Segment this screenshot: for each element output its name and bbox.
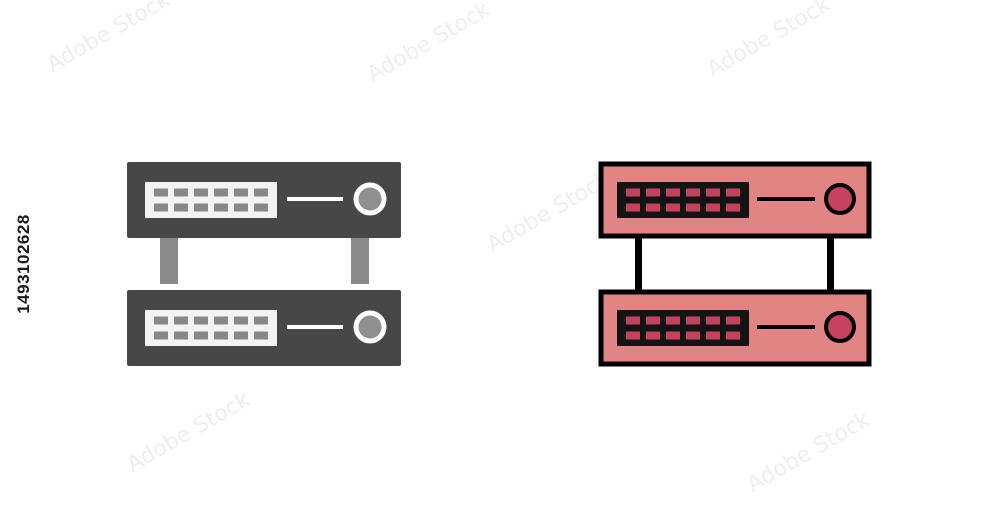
- port-block: [145, 310, 277, 346]
- power-knob-icon: [824, 183, 856, 215]
- port-slot: [666, 331, 680, 340]
- port-slot: [174, 331, 188, 340]
- watermark: Adobe Stock: [742, 407, 875, 498]
- port-slot: [194, 188, 208, 197]
- port-slot: [194, 316, 208, 325]
- port-slot: [234, 316, 248, 325]
- port-slot: [686, 188, 700, 197]
- port-slot: [626, 203, 640, 212]
- port-slot: [646, 331, 660, 340]
- port-slot: [726, 203, 740, 212]
- power-knob-icon: [353, 182, 387, 216]
- port-slot: [706, 203, 720, 212]
- port-slot: [214, 188, 228, 197]
- port-slot: [646, 316, 660, 325]
- status-line: [757, 197, 815, 201]
- port-panel: [145, 182, 277, 218]
- port-slot: [234, 203, 248, 212]
- stock-id: 1493102628: [14, 214, 33, 314]
- server-rack-outline-icon: [598, 161, 872, 367]
- port-slot: [646, 188, 660, 197]
- watermark: Adobe Stock: [122, 387, 255, 478]
- server-unit-top: [598, 161, 872, 239]
- port-slot: [234, 331, 248, 340]
- port-slot: [194, 203, 208, 212]
- power-knob-icon: [824, 311, 856, 343]
- port-block: [617, 310, 749, 346]
- port-slot: [254, 188, 268, 197]
- connector-right: [351, 228, 369, 284]
- port-slot: [726, 188, 740, 197]
- port-slot: [214, 203, 228, 212]
- watermark: Adobe Stock: [362, 0, 495, 88]
- connector-left: [635, 236, 642, 294]
- port-slot: [666, 316, 680, 325]
- port-slot: [646, 203, 660, 212]
- watermark: Adobe Stock: [42, 0, 175, 78]
- port-slot: [626, 331, 640, 340]
- port-slot: [154, 203, 168, 212]
- port-slot: [666, 203, 680, 212]
- server-unit-bottom: [127, 290, 401, 366]
- port-slot: [626, 188, 640, 197]
- server-unit-bottom: [598, 289, 872, 367]
- port-block: [145, 182, 277, 218]
- port-slot: [254, 316, 268, 325]
- port-slot: [726, 316, 740, 325]
- port-slot: [666, 188, 680, 197]
- port-slot: [706, 331, 720, 340]
- port-slot: [626, 316, 640, 325]
- status-line: [287, 197, 343, 201]
- port-slot: [686, 331, 700, 340]
- port-slot: [194, 331, 208, 340]
- port-slot: [234, 188, 248, 197]
- server-unit-top: [127, 162, 401, 238]
- port-slot: [706, 316, 720, 325]
- port-panel: [617, 310, 749, 346]
- port-block: [617, 182, 749, 218]
- power-knob-icon: [353, 310, 387, 344]
- port-slot: [686, 316, 700, 325]
- port-slot: [254, 203, 268, 212]
- connector-right: [827, 236, 834, 294]
- status-line: [757, 325, 815, 329]
- port-slot: [706, 188, 720, 197]
- status-line: [287, 325, 343, 329]
- port-slot: [174, 188, 188, 197]
- port-slot: [254, 331, 268, 340]
- port-slot: [214, 331, 228, 340]
- port-slot: [174, 316, 188, 325]
- port-slot: [214, 316, 228, 325]
- port-slot: [154, 331, 168, 340]
- watermark: Adobe Stock: [702, 0, 835, 83]
- connector-left: [160, 228, 178, 284]
- port-slot: [154, 188, 168, 197]
- port-slot: [154, 316, 168, 325]
- server-rack-glyph-icon: [127, 162, 401, 366]
- port-slot: [174, 203, 188, 212]
- port-slot: [686, 203, 700, 212]
- port-panel: [145, 310, 277, 346]
- port-panel: [617, 182, 749, 218]
- port-slot: [726, 331, 740, 340]
